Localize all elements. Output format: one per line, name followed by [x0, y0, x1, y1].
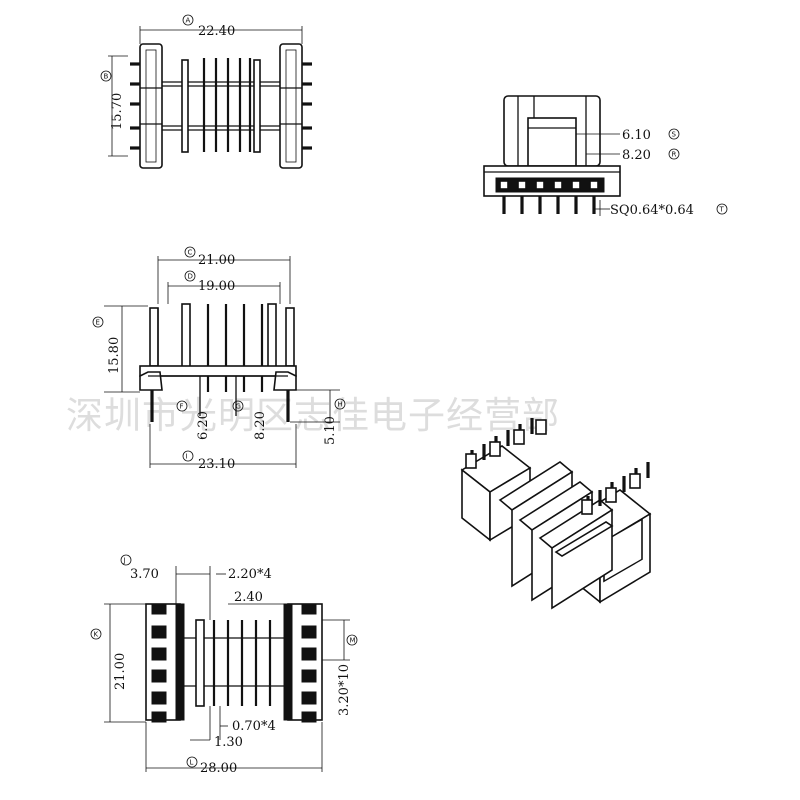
side-view: 6.10 S 8.20 R SQ0.64*0.64 T: [483, 95, 728, 218]
bottom-dim-130: 1.30: [214, 735, 243, 750]
marker-d: D: [188, 273, 193, 281]
front-inner-width: 19.00: [198, 279, 235, 294]
top-view: A 22.40 B 15.70: [100, 14, 312, 169]
side-dim-610: 6.10: [622, 128, 651, 143]
bottom-dim-370: 3.70: [130, 567, 159, 582]
top-height-dim: 15.70: [110, 93, 125, 130]
bottom-dim-070: 0.70*4: [232, 719, 276, 734]
top-width-dim: 22.40: [198, 24, 235, 39]
bottom-view: J 3.70 2.20*4 2.40 K 21.00 M 3.20*10 0.7…: [90, 554, 358, 776]
bottom-pitch: 3.20*10: [337, 664, 352, 716]
marker-t: T: [719, 206, 725, 214]
marker-m: M: [350, 637, 356, 645]
front-pin-length: 5.10: [323, 416, 338, 445]
bottom-dim-220: 2.20*4: [228, 567, 272, 582]
bottom-height: 21.00: [113, 653, 128, 690]
side-pin-dim: SQ0.64*0.64: [610, 203, 694, 218]
marker-c: C: [188, 249, 193, 257]
marker-l: L: [190, 759, 194, 767]
marker-b: B: [104, 73, 109, 81]
front-base-width: 23.10: [198, 457, 235, 472]
marker-s: S: [672, 131, 677, 139]
marker-r: R: [672, 151, 677, 159]
marker-i: I: [186, 453, 188, 461]
marker-e: E: [96, 319, 100, 327]
front-pin-620: 6.20: [196, 411, 211, 440]
marker-g: G: [236, 403, 241, 411]
marker-f: F: [180, 403, 184, 411]
bottom-total-width: 28.00: [200, 761, 237, 776]
front-height: 15.80: [107, 337, 122, 374]
watermark: 深圳市光明区志佳电子经营部: [66, 394, 560, 437]
isometric-view: [460, 418, 652, 610]
side-dim-820: 8.20: [622, 148, 651, 163]
front-pin-820: 8.20: [253, 411, 268, 440]
marker-h: H: [338, 401, 343, 409]
marker-k: K: [94, 631, 99, 639]
front-outer-width: 21.00: [198, 253, 235, 268]
front-view: C 21.00 D 19.00 E 15.80 F 6.20 G 8.20 5.…: [92, 246, 346, 472]
bottom-dim-240: 2.40: [234, 590, 263, 605]
marker-j: J: [123, 557, 126, 565]
marker-a: A: [186, 17, 191, 25]
